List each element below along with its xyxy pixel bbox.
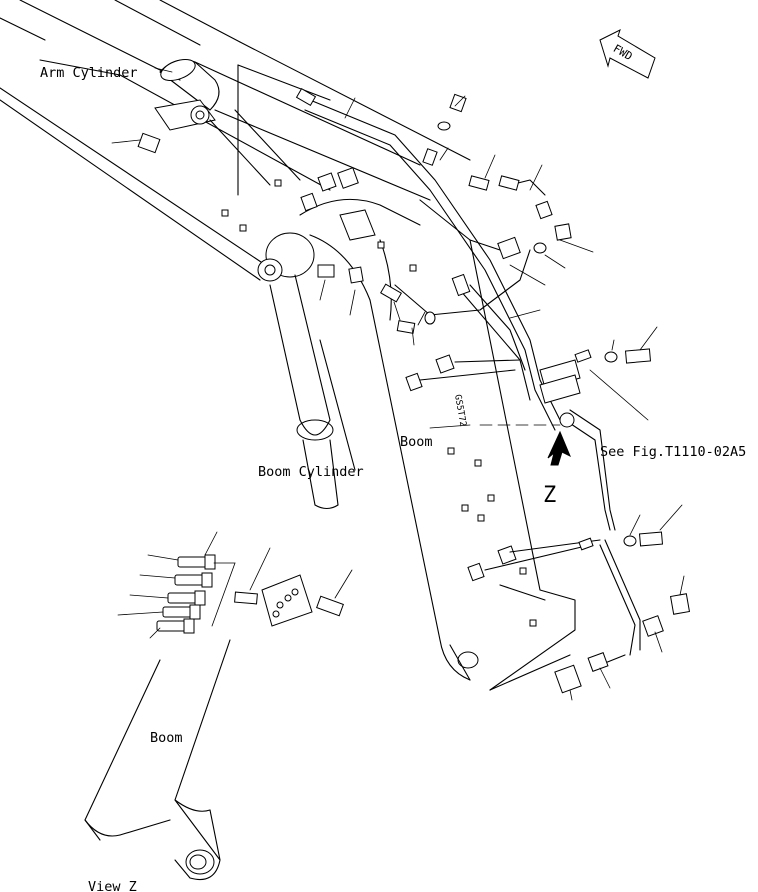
boom-label: Boom bbox=[400, 434, 433, 450]
arm-structure bbox=[0, 0, 471, 281]
view-z-boom-label: Boom bbox=[150, 730, 183, 746]
see-fig-label: See Fig.T1110-02A5 bbox=[600, 444, 746, 460]
leader-lines bbox=[111, 67, 685, 701]
clamps: GS5T72 bbox=[221, 179, 601, 627]
view-z-arrow bbox=[429, 424, 571, 466]
view-z-title-label: View Z bbox=[88, 879, 137, 892]
svg-text:GS5T72: GS5T72 bbox=[452, 394, 467, 428]
main-boom bbox=[257, 198, 576, 691]
boom-cylinder-label: Boom Cylinder bbox=[258, 464, 364, 480]
view-z-bolts bbox=[156, 554, 216, 634]
view-z-marker-label: Z bbox=[543, 483, 556, 508]
fwd-arrow-icon bbox=[599, 29, 656, 79]
arm-cylinder-label: Arm Cylinder bbox=[40, 65, 138, 81]
view-z-detail bbox=[84, 531, 353, 881]
